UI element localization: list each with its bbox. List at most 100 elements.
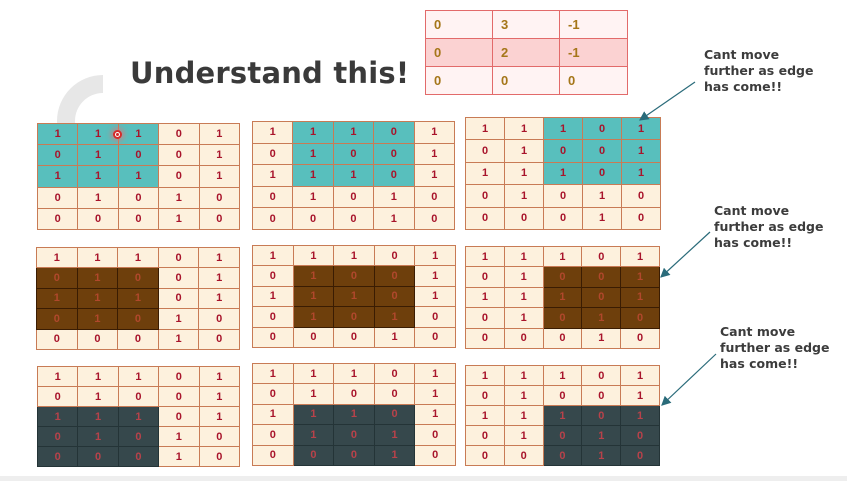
grid-cell: 1 — [252, 244, 294, 267]
kernel-window-cell: 1 — [77, 426, 119, 447]
grid-cell: 1 — [373, 207, 415, 230]
kernel-window-cell: 0 — [581, 286, 622, 309]
grid-cell: 0 — [252, 306, 294, 328]
grid-cell: 1 — [465, 161, 505, 186]
grid-cell: 0 — [465, 184, 505, 208]
grid-cell: 0 — [543, 184, 583, 208]
kernel-window-cell: 0 — [36, 426, 79, 447]
edge-note-1: Cant move further as edge has come!! — [704, 47, 813, 95]
output-cell: 0 — [425, 38, 493, 67]
grid-cell: 0 — [292, 326, 335, 348]
arrow-3 — [661, 353, 717, 406]
kernel-window-cell: 1 — [292, 285, 335, 308]
kernel-window-cell: 0 — [542, 445, 583, 466]
kernel-window-cell: 0 — [117, 267, 159, 289]
grid-cell: 1 — [582, 184, 622, 208]
grid-cell: 0 — [251, 207, 294, 230]
grid-cell: 0 — [581, 385, 622, 406]
grid-cell: 1 — [333, 244, 375, 267]
grid-cell: 1 — [198, 144, 241, 167]
grid-cell: 1 — [198, 246, 240, 269]
grid-cell: 1 — [504, 184, 544, 208]
kernel-window-cell: 1 — [117, 406, 160, 427]
grid-cell: 0 — [465, 139, 505, 163]
grid-cell: 0 — [413, 185, 456, 209]
grid-cell: 0 — [414, 326, 456, 348]
grid-cell: 0 — [413, 207, 456, 230]
kernel-window-cell: 1 — [333, 403, 375, 426]
grid-cell: 1 — [373, 185, 415, 209]
grid-cell: 1 — [117, 366, 160, 387]
kernel-window-cell: 0 — [373, 403, 416, 426]
arrow-2 — [660, 231, 711, 278]
grid-cell: 0 — [503, 445, 544, 466]
kernel-window-cell: 0 — [373, 121, 415, 144]
kernel-window-cell: 1 — [333, 285, 375, 308]
grid-cell: 1 — [36, 366, 79, 387]
grid-cell: 1 — [292, 244, 335, 267]
kernel-window-cell: 1 — [76, 287, 119, 310]
grid-cell: 0 — [157, 267, 200, 289]
kernel-window-cell: 1 — [117, 287, 159, 310]
grid-cell: 1 — [542, 365, 583, 386]
grid-cell: 1 — [414, 362, 456, 385]
note-line: Cant move — [720, 324, 796, 339]
grid-cell: 1 — [373, 326, 416, 348]
grid-cell: 0 — [198, 446, 241, 467]
edge-note-2: Cant move further as edge has come!! — [714, 203, 823, 251]
grid-cell: 0 — [198, 207, 241, 230]
kernel-window-cell: 0 — [620, 307, 660, 329]
kernel-window-cell: 0 — [581, 405, 622, 426]
kernel-window-cell: 1 — [542, 286, 583, 309]
kernel-window-cell: 0 — [36, 144, 79, 167]
grid-cell: 1 — [414, 285, 456, 308]
grid-cell: 1 — [252, 403, 294, 426]
kernel-window-cell: 1 — [292, 142, 334, 166]
grid-cell: 1 — [414, 244, 456, 267]
grid-cell: 1 — [414, 383, 456, 405]
grid-cell: 0 — [333, 326, 375, 348]
grid-cell: 0 — [198, 426, 241, 447]
kernel-window-cell: 0 — [77, 446, 119, 467]
grid-cell: 0 — [77, 207, 119, 230]
grid-cell: 1 — [503, 385, 544, 406]
kernel-window-cell: 0 — [333, 265, 375, 287]
grid-cell: 0 — [252, 444, 294, 466]
kernel-window-cell: 0 — [332, 142, 375, 166]
grid-cell: 1 — [503, 405, 544, 426]
kernel-window-cell: 1 — [292, 121, 334, 144]
kernel-window-cell: 1 — [36, 165, 79, 188]
grid-cell: 0 — [465, 206, 505, 230]
grid-cell: 1 — [198, 366, 241, 387]
kernel-window-cell: 1 — [621, 161, 661, 186]
kernel-window-cell: 1 — [292, 164, 334, 187]
grid-cell: 1 — [77, 386, 119, 407]
grid-cell: 1 — [251, 164, 294, 187]
grid-cell: 0 — [158, 406, 200, 427]
grid-cell: 1 — [77, 366, 119, 387]
output-cell: -1 — [559, 10, 628, 39]
grid-cell: 1 — [620, 365, 660, 386]
